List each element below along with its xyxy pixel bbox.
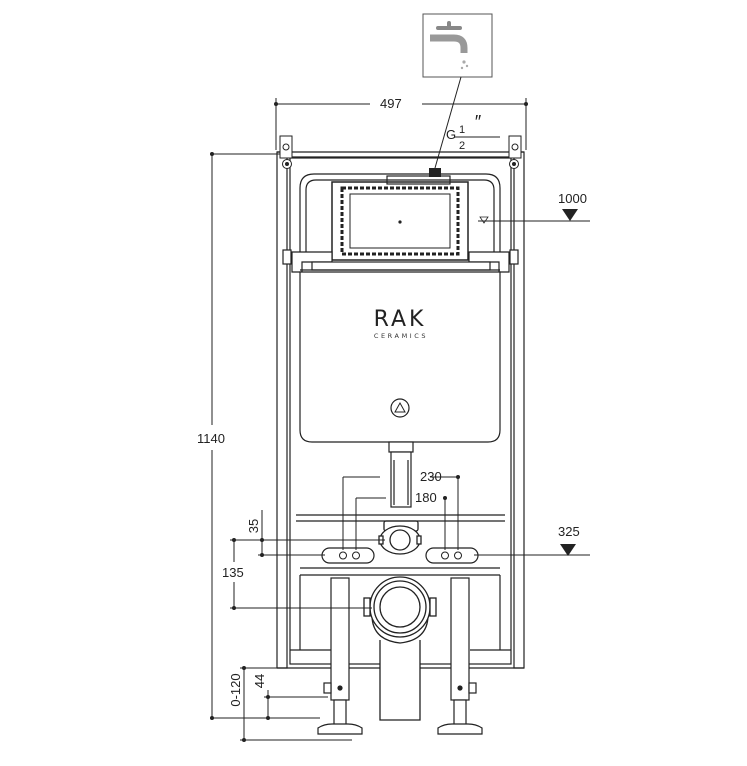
offset-dimension-35: 35 [246,510,385,557]
stud-spacing-180: 180 [355,490,447,550]
feet-adjust-dimension: 0-120 [228,666,352,742]
outlet-height-marker: 325 [474,524,590,556]
height-value: 1140 [197,431,225,446]
top-bracket-left [279,135,293,169]
stud-slot-left [321,547,375,564]
spacing-outer-value: 230 [420,469,442,484]
offset-drain-value: 135 [222,565,244,580]
adjustable-foot-right [437,577,483,735]
offset-small-value: 35 [246,519,261,533]
outlet-height-value: 325 [558,524,580,539]
spacing-inner-value: 180 [415,490,437,505]
thread-inch-mark: ″ [474,112,481,132]
flush-panel-frame [340,186,460,256]
inlet-leader [434,76,462,169]
feet-base-value: 44 [252,674,267,688]
flush-pipe [388,441,414,508]
inlet-connector [429,168,441,177]
top-bracket-right [508,135,522,169]
flush-height-marker: 1000 [478,191,590,224]
brand-logo: RAK [374,307,427,332]
brand-subtitle: CERAMICS [374,332,428,340]
stud-spacing-230: 230 [342,469,460,550]
water-tap-icon [422,13,493,78]
feet-base-dimension: 44 [252,674,328,720]
offset-dimension-135: 135 [222,538,372,610]
cistern-top-housing [299,173,501,265]
flush-outlet-connector [378,520,422,555]
cistern-body [299,271,501,443]
width-dimension: 497 [274,96,528,150]
feet-adjust-value: 0-120 [228,673,243,706]
inlet-thread-label: G 1 2 ″ [446,112,500,152]
thread-numerator: 1 [459,124,465,136]
stud-slot-right [425,547,479,564]
flush-height-value: 1000 [558,191,587,206]
drain-pipe [363,576,437,721]
thread-denominator: 2 [459,140,465,152]
mounting-crossbar [296,514,505,576]
recycle-icon [390,398,410,418]
thread-prefix: G [446,127,456,142]
cistern-support-arms [282,249,519,273]
adjustable-foot-left [317,577,363,735]
height-dimension: 1140 [197,152,320,720]
width-value: 497 [380,96,402,111]
